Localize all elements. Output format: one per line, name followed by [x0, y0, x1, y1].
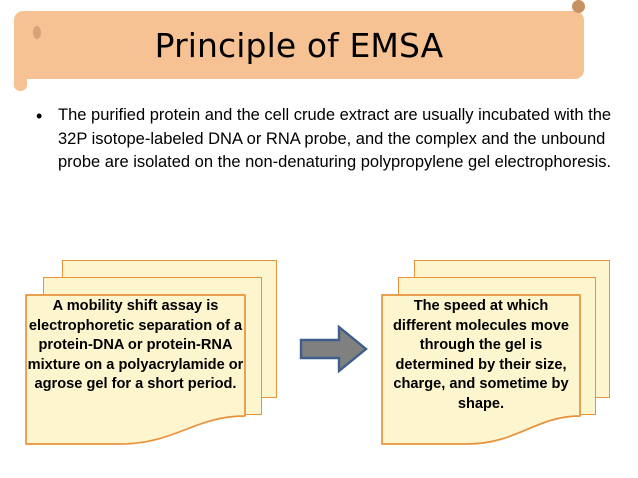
banner-decoration-dot-left — [33, 26, 41, 39]
page-title: Principle of EMSA — [154, 25, 444, 65]
bullet-marker-icon: • — [36, 106, 43, 126]
right-card-text: The speed at which different molecules m… — [393, 298, 569, 412]
left-card-stack: A mobility shift assay is electrophoreti… — [0, 0, 300, 478]
right-arrow-icon — [299, 324, 369, 374]
bullet-item-text: The purified protein and the cell crude … — [58, 106, 612, 171]
slide-title-banner: Principle of EMSA — [14, 11, 584, 79]
right-card-front-sheet — [381, 294, 581, 446]
left-card-front-sheet — [25, 294, 246, 446]
left-card-text: A mobility shift assay is electrophoreti… — [27, 298, 244, 392]
bullet-list-item: • The purified protein and the cell crud… — [36, 104, 616, 175]
banner-decoration-dot-right — [572, 0, 585, 13]
banner-tab-left — [14, 72, 27, 91]
